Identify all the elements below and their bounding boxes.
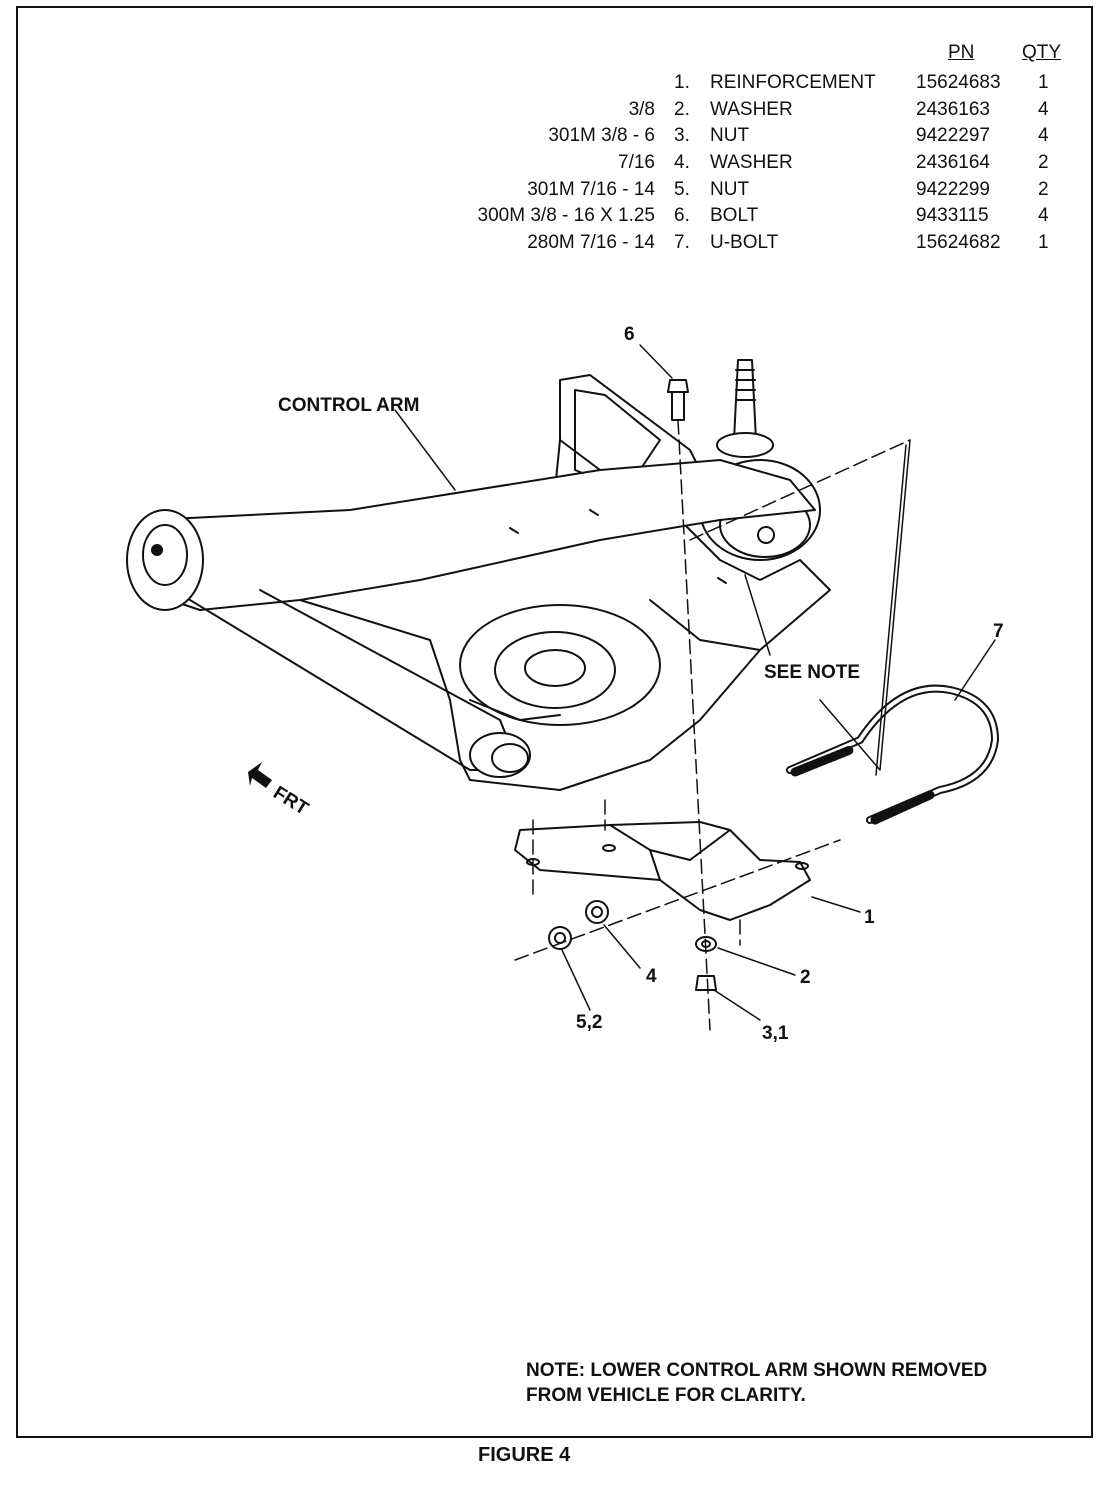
clarity-note: NOTE: LOWER CONTROL ARM SHOWN REMOVED FR… [526, 1358, 1066, 1408]
parts-row: 301M 3/8 - 6 3. NUT 9422297 4 [440, 123, 1080, 150]
callout-6: 6 [624, 324, 635, 345]
drawing-frame [16, 6, 1093, 1438]
part-qty: 1 [1038, 232, 1049, 254]
part-number: 2. [674, 98, 690, 120]
part-pn: 9433115 [916, 205, 989, 227]
part-number: 4. [674, 152, 690, 174]
parts-row: 300M 3/8 - 16 X 1.25 6. BOLT 9433115 4 [440, 203, 1080, 230]
front-label: FRT [269, 782, 312, 820]
control-arm-label: CONTROL ARM [278, 395, 419, 416]
part-qty: 4 [1038, 205, 1049, 227]
see-note-label: SEE NOTE [764, 662, 860, 683]
part-number: 6. [674, 205, 690, 227]
part-qty: 1 [1038, 72, 1049, 93]
part-pn: 2436164 [916, 152, 990, 174]
leader-lines [394, 344, 996, 1021]
parts-row: 7/16 4. WASHER 2436164 2 [440, 150, 1080, 177]
part-description: U-BOLT [710, 232, 779, 254]
figure-caption: FIGURE 4 [478, 1444, 571, 1466]
parts-row: 3/8 2. WASHER 2436163 4 [440, 97, 1080, 124]
part-number: 7. [674, 232, 690, 254]
control-arm [126, 459, 816, 778]
part-spec: 301M 3/8 - 6 [548, 125, 655, 147]
callout-4: 4 [646, 966, 657, 987]
note-line-1: NOTE: LOWER CONTROL ARM SHOWN REMOVED [526, 1360, 988, 1381]
part-qty: 2 [1038, 178, 1049, 200]
parts-table: PN QTY 1. REINFORCEMENT 15624683 1 3/8 2. WASH… [440, 40, 1080, 257]
parts-row: 301M 7/16 - 14 5. NUT 9422299 2 [440, 177, 1080, 204]
front-arrow-icon [248, 762, 272, 788]
part-number: 3. [674, 125, 690, 147]
part-pn: 9422299 [916, 178, 990, 200]
u-bolt [786, 684, 999, 825]
part-number: 5. [674, 178, 690, 200]
part-spec: 301M 7/16 - 14 [527, 178, 655, 200]
parts-table-header: PN QTY [440, 40, 1080, 70]
pn-header: PN [948, 42, 975, 63]
part-spec: 300M 3/8 - 16 X 1.25 [477, 205, 655, 227]
parts-row: 1. REINFORCEMENT 15624683 1 [440, 70, 1080, 97]
part-qty: 2 [1038, 152, 1049, 174]
part-spec: 280M 7/16 - 14 [527, 232, 655, 254]
part-pn: 15624682 [916, 232, 1001, 254]
callout-2: 2 [800, 967, 811, 988]
part-spec: 7/16 [618, 152, 655, 174]
callout-5-2: 5,2 [576, 1012, 602, 1033]
part-description: WASHER [710, 152, 793, 174]
parts-row: 280M 7/16 - 14 7. U-BOLT 15624682 1 [440, 230, 1080, 257]
part-description: NUT [710, 125, 750, 147]
part-pn: 9422297 [916, 125, 990, 147]
part-qty: 4 [1038, 98, 1049, 120]
part-description: REINFORCEMENT [710, 72, 876, 93]
part-spec: 3/8 [628, 98, 655, 120]
callout-7: 7 [993, 621, 1004, 642]
assembly-lines [514, 419, 911, 1031]
part-pn: 2436163 [916, 98, 990, 120]
part-description: BOLT [710, 205, 759, 227]
part-pn: 15624683 [916, 72, 1001, 93]
callout-1: 1 [864, 907, 875, 928]
part-number: 1. [674, 72, 690, 93]
reinforcement-bracket [514, 821, 811, 921]
qty-header: QTY [1022, 42, 1062, 63]
callout-3-1: 3,1 [762, 1023, 789, 1044]
part-qty: 4 [1038, 125, 1049, 147]
part-description: WASHER [710, 98, 793, 120]
note-line-2: FROM VEHICLE FOR CLARITY. [526, 1385, 806, 1406]
part-description: NUT [710, 178, 750, 200]
